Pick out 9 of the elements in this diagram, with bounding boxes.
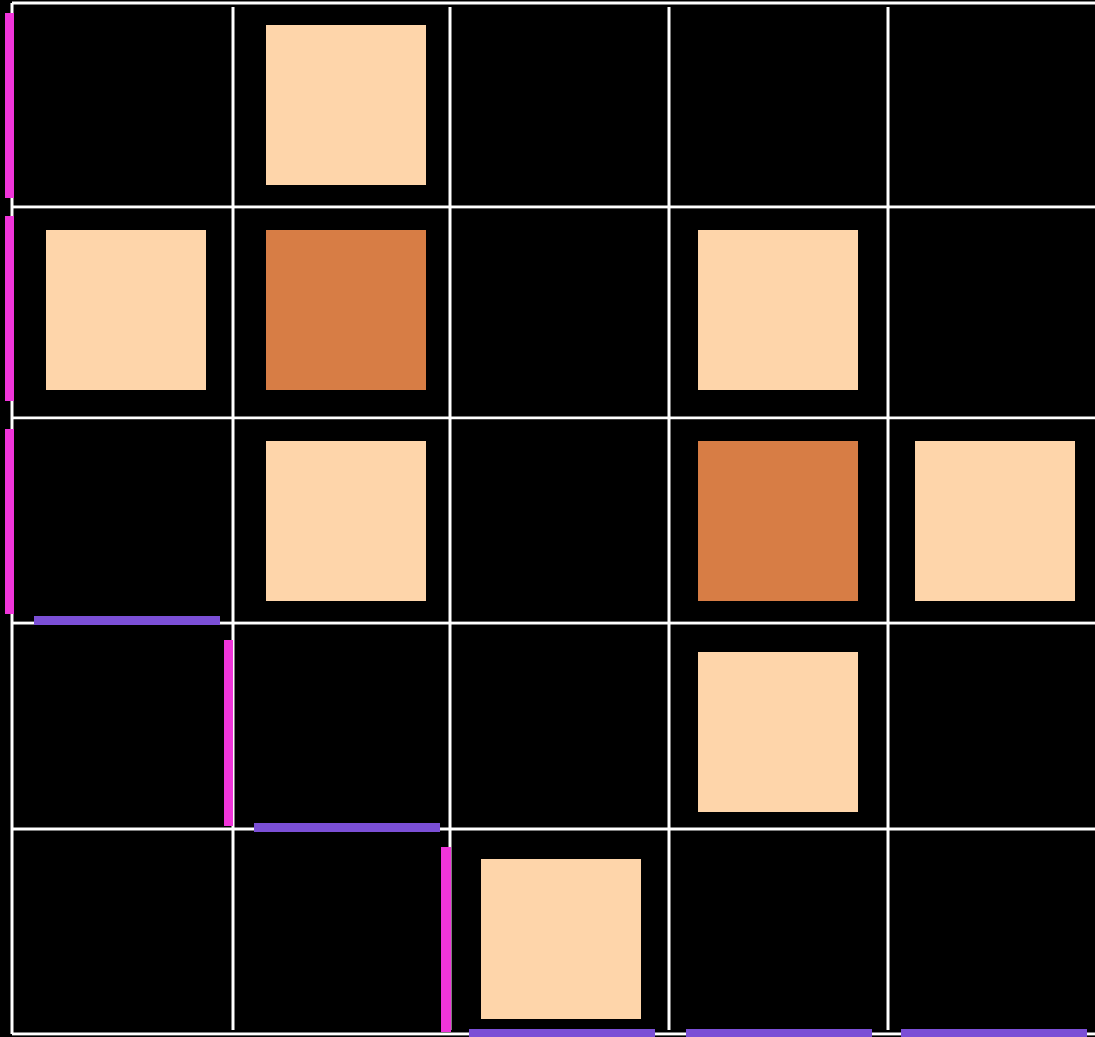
square-tile (481, 859, 641, 1019)
square-tile (698, 230, 858, 390)
square-tile (266, 230, 426, 390)
square-tile (266, 25, 426, 185)
square-tile (915, 441, 1075, 601)
square-tile (698, 441, 858, 601)
square-tile (698, 652, 858, 812)
square-tile (266, 441, 426, 601)
square-tile (46, 230, 206, 390)
